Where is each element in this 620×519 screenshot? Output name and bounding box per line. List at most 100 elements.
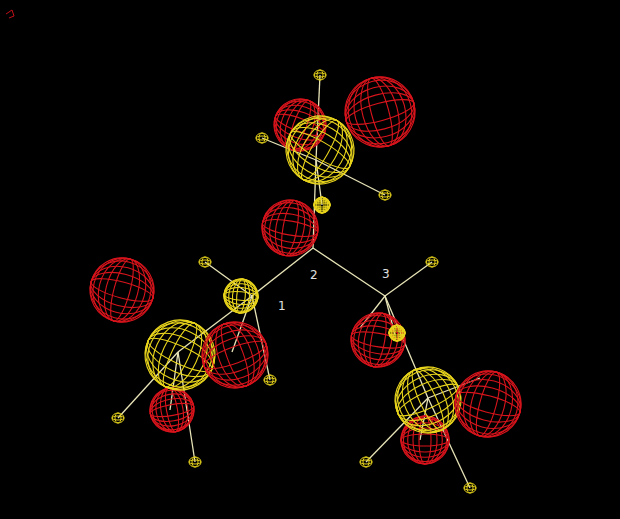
atom-number: 2 [309,269,319,282]
lobe-parallel [260,209,320,246]
hydrogen-mesh [112,416,124,420]
hydrogen-atom [112,413,124,423]
hydrogen-shell [464,483,476,493]
lobe-outline [337,69,423,155]
lobe-outline [347,309,410,372]
lobe-meridian [393,360,464,440]
hydrogen-mesh [317,70,323,80]
hydrogen-mesh [379,193,391,197]
orbital-lobe [314,197,330,213]
orbital-lobe [258,196,323,261]
hydrogen-shell [314,70,326,80]
lobe-parallel [84,254,161,326]
lobe-parallel [275,106,364,193]
lobe-outline [193,313,278,398]
lobe-parallel [138,317,223,392]
orbital-lobe [147,385,198,436]
bond-line [385,296,428,398]
hydrogen-shell [426,257,438,267]
lobe-parallel [401,423,449,458]
lobe-meridian [457,366,520,442]
lobe-meridian [224,278,257,315]
lobe-outline [448,364,529,445]
lobe-parallel [223,279,260,312]
lobe-meridian [271,198,308,258]
bond-lines [118,75,480,488]
hydrogen-mesh [256,136,268,140]
hydrogen-mesh [189,460,201,464]
orbital-lobe [83,251,161,329]
orbital-lobe [337,69,423,155]
lobe-outline [258,196,323,261]
hydrogen-atom [264,375,276,385]
lobe-parallel [135,312,225,399]
hydrogen-shell [199,257,211,267]
lobe-parallel [347,311,409,368]
bond-line [385,262,432,296]
orbital-lobe [274,104,367,197]
lobe-parallel [349,322,407,358]
lobe-meridian [451,364,525,443]
hydrogen-mesh [314,73,326,77]
lobe-outline [147,385,198,436]
hydrogen-atom [426,257,438,267]
corner-mark [6,10,14,18]
orbital-lobes [83,69,529,464]
orbital-lobe [133,308,226,401]
hydrogen-shell [379,190,391,200]
lobe-parallel [389,327,405,339]
hydrogen-mesh [360,460,372,464]
lobe-meridian [349,309,406,371]
lobe-meridian [91,253,152,327]
lobe-parallel [278,112,361,188]
lobe-parallel [314,198,330,212]
lobe-parallel [395,379,462,422]
lobe-outline [274,104,367,197]
lobe-meridian [282,108,358,191]
bond-line [313,248,385,296]
lobe-outline [389,325,405,341]
lobe-meridian [201,316,268,394]
lobe-parallel [147,387,197,434]
orbital-lobe [193,313,278,398]
hydrogen-atom [256,133,268,143]
hydrogen-mesh [363,457,369,467]
lobe-meridian [390,325,404,341]
hydrogen-mesh [464,486,476,490]
hydrogen-mesh [382,190,388,200]
hydrogen-mesh [259,133,265,143]
hydrogen-mesh [115,413,121,423]
atom-number: 1 [277,300,287,313]
hydrogen-shell [360,457,372,467]
hydrogen-mesh [467,483,473,493]
hydrogen-atom [360,457,372,467]
lobe-outline [83,251,161,329]
hydrogen-mesh [192,457,198,467]
orbital-lobe [223,278,260,315]
hydrogen-atom [199,257,211,267]
hydrogen-shell [264,375,276,385]
lobe-parallel [286,126,353,175]
hydrogen-atom [379,190,391,200]
orbital-lobe [448,364,529,445]
hydrogen-shell [256,133,268,143]
hydrogen-atom [464,483,476,493]
hydrogen-mesh [426,260,438,264]
lobe-parallel [85,259,159,320]
lobe-meridian [260,196,319,260]
lobe-parallel [448,367,527,441]
lobe-meridian [360,311,396,369]
hydrogen-mesh [267,375,273,385]
hydrogen-atoms [112,70,476,493]
lobe-outline [314,197,330,213]
lobe-parallel [386,359,471,441]
orbital-lobe [347,309,410,372]
lobe-parallel [194,316,276,394]
hydrogen-shell [112,413,124,423]
hydrogen-mesh [199,260,211,264]
lobe-meridian [149,385,196,435]
lobe-outline [223,278,260,315]
